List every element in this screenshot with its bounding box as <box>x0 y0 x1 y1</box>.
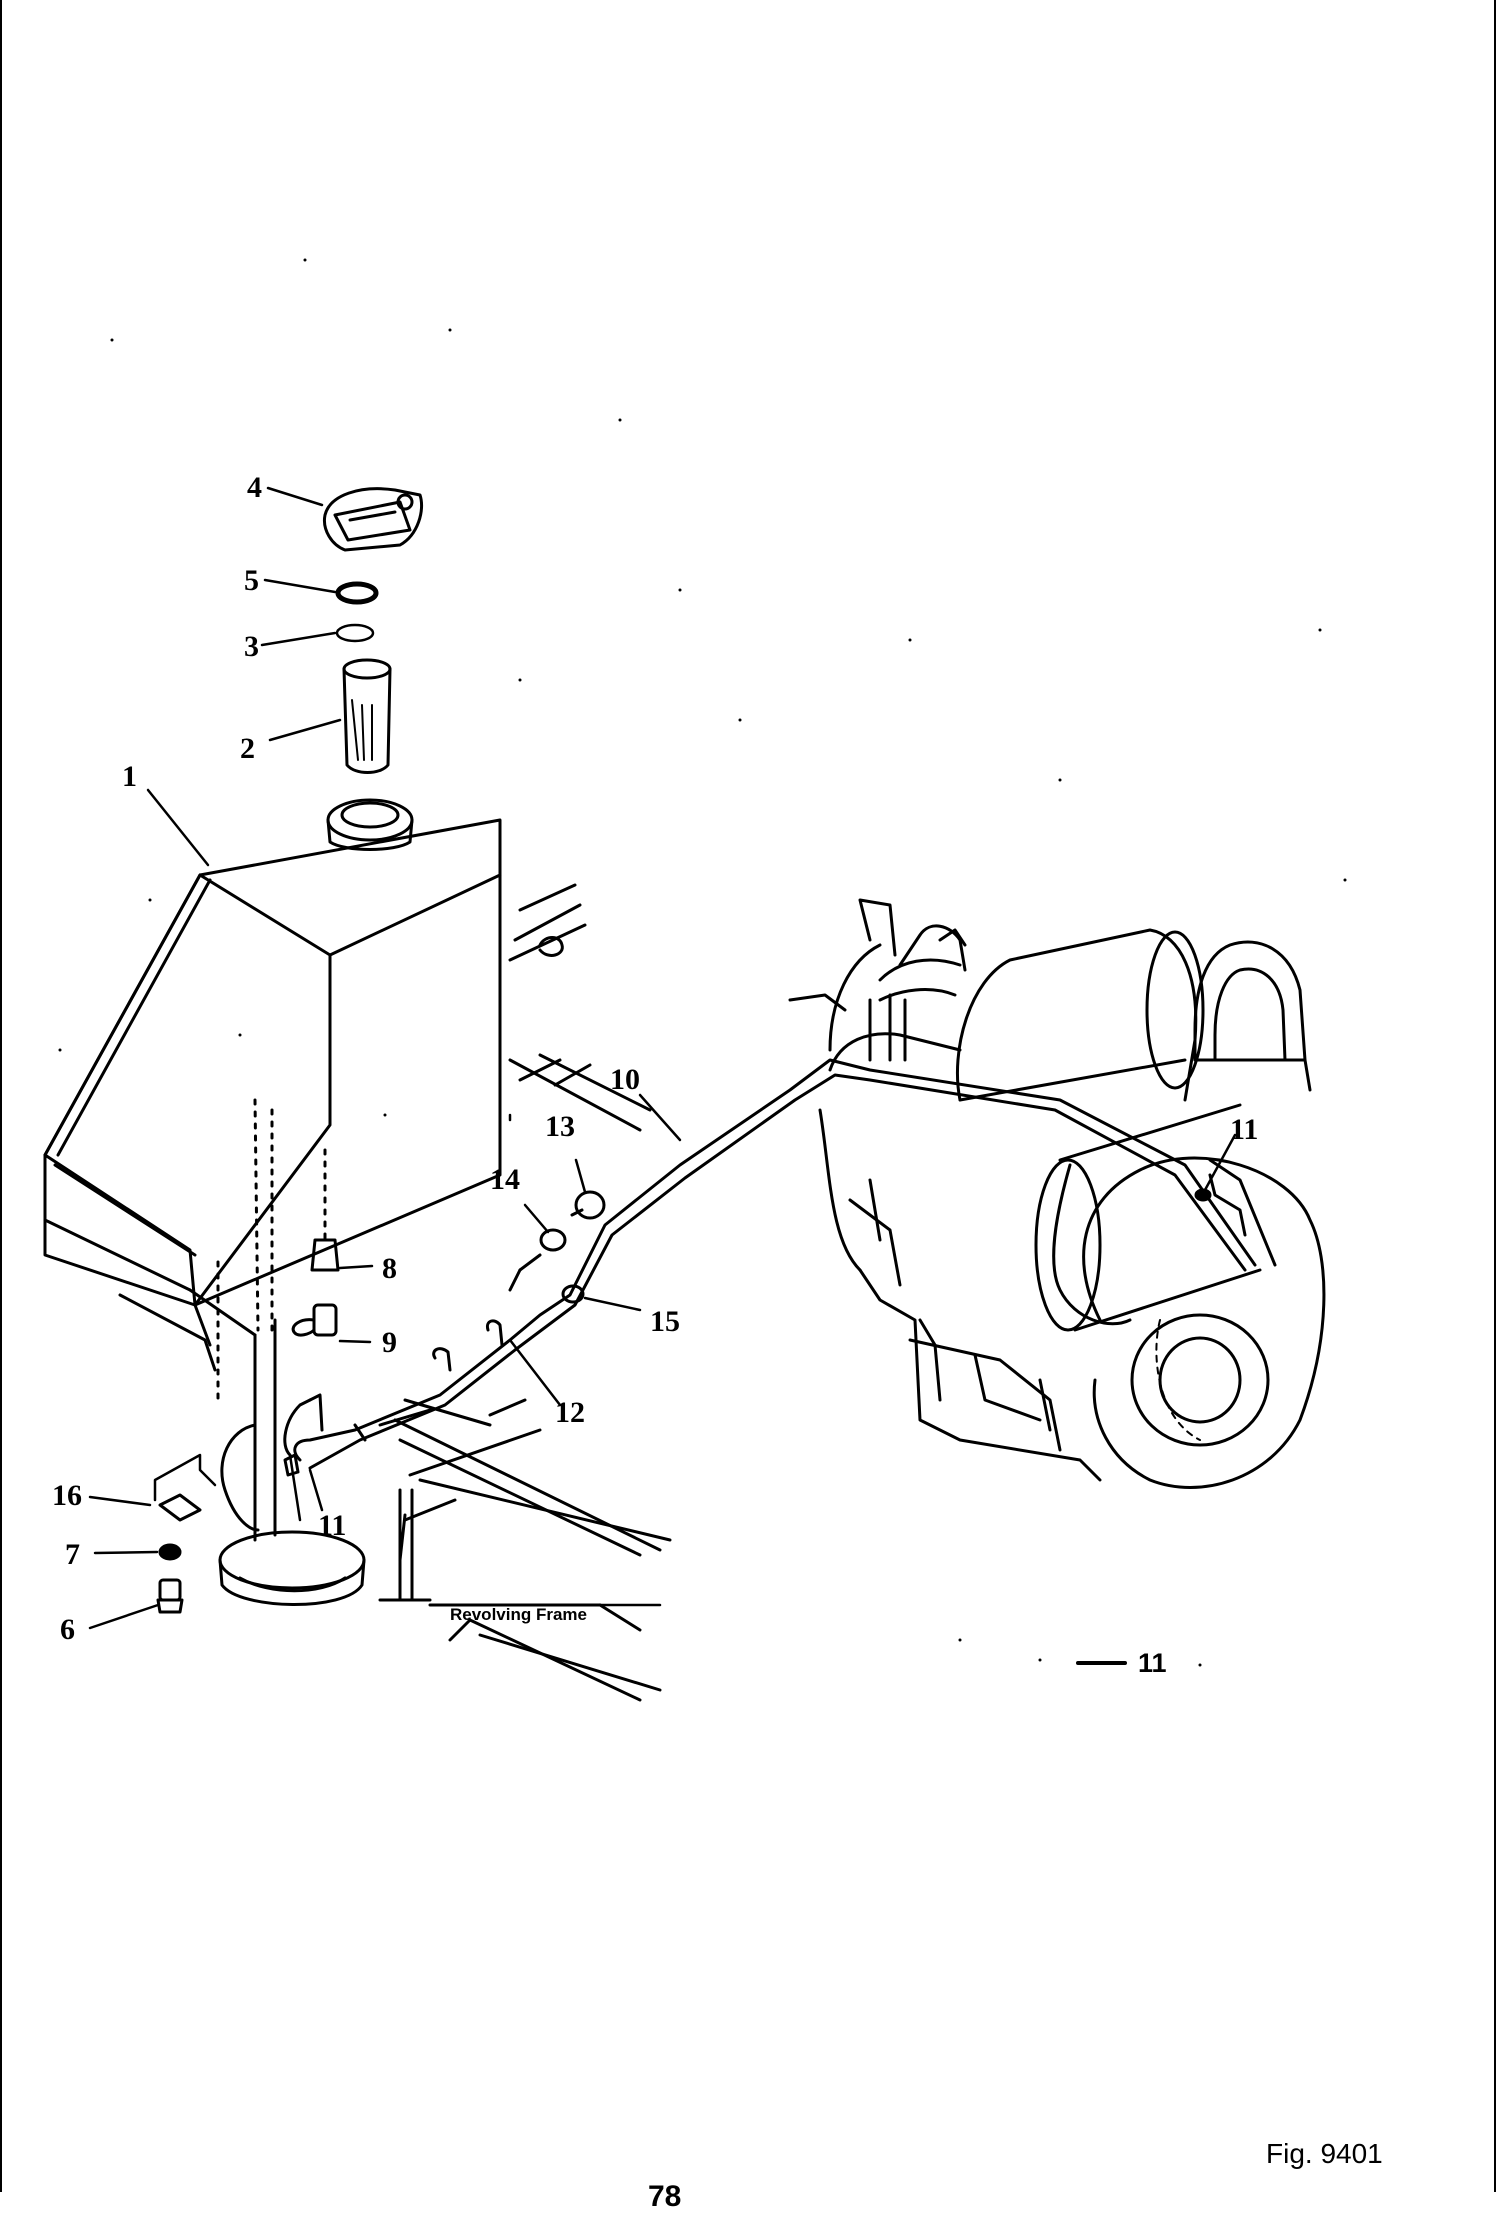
callout-5: 5 <box>244 564 259 597</box>
callout-11-pipe: 11 <box>318 1509 347 1542</box>
o-ring <box>335 623 375 643</box>
callout-10: 10 <box>610 1063 640 1096</box>
fuel-pipe <box>283 1058 1277 1470</box>
callout-4: 4 <box>247 471 262 504</box>
figure-caption: Fig. 9401 <box>1266 2138 1383 2169</box>
revolving-frame-label: Revolving Frame <box>450 1605 587 1624</box>
leader-lines <box>88 486 1237 1665</box>
fuel-tank <box>43 798 502 1606</box>
mounting-hardware <box>153 1453 217 1614</box>
callout-11-engine: 11 <box>1230 1113 1259 1146</box>
callout-1: 1 <box>122 760 137 793</box>
callout-13: 13 <box>545 1110 575 1143</box>
drain-plug <box>291 1148 340 1337</box>
callout-16: 16 <box>52 1479 82 1512</box>
strainer <box>342 658 392 774</box>
fitting-11 <box>283 1453 300 1477</box>
callout-2: 2 <box>240 732 255 765</box>
callout-14: 14 <box>490 1163 520 1196</box>
scan-noise <box>58 258 1347 1667</box>
callout-6: 6 <box>60 1613 75 1646</box>
callout-8: 8 <box>382 1252 397 1285</box>
callout-9: 9 <box>382 1326 397 1359</box>
engine <box>788 898 1326 1489</box>
cap <box>322 487 424 552</box>
revolving-frame-lines <box>378 883 672 1702</box>
callout-15: 15 <box>650 1305 680 1338</box>
legend-line-label: 11 <box>1138 1648 1167 1678</box>
callout-12: 12 <box>555 1396 585 1429</box>
callout-7: 7 <box>65 1538 80 1571</box>
callout-3: 3 <box>244 630 259 663</box>
page-number: 78 <box>648 2180 682 2213</box>
gasket <box>335 581 379 605</box>
